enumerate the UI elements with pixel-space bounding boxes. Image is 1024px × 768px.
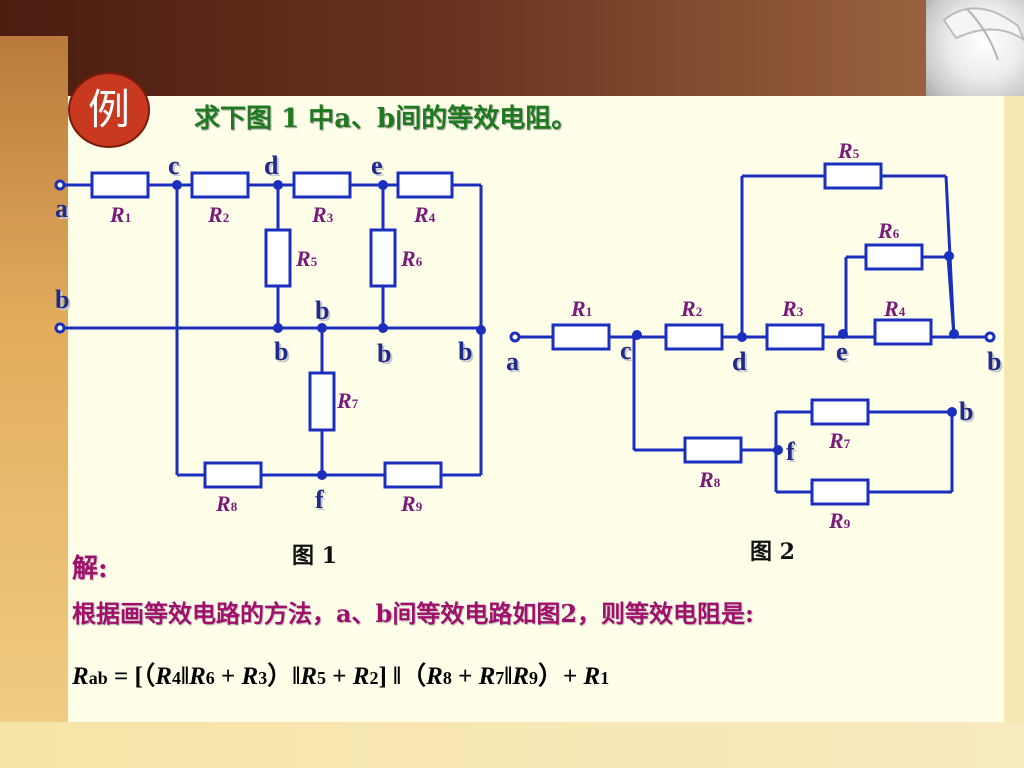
top-banner — [0, 0, 1024, 96]
fig1-resistor-r5 — [264, 228, 292, 288]
figure1-terminals — [54, 179, 66, 334]
figure1-caption: 图 1 — [292, 543, 337, 569]
fig1-resistor-r1 — [90, 171, 150, 199]
fig1-node-d: d — [264, 151, 279, 180]
svg-text:b: b — [317, 298, 331, 327]
fig1-label-r2: R2 — [207, 202, 229, 227]
fig1-resistor-r2 — [190, 171, 250, 199]
solution-method-text: 根据画等效电路的方法，a、b间等效电路如图2，则等效电阻是: — [72, 599, 754, 628]
fig2-node-f: f — [786, 437, 795, 466]
fig1-label-r8: R8 — [215, 491, 238, 516]
svg-text:c: c — [170, 153, 182, 182]
svg-text:c: c — [622, 338, 634, 367]
solution-label: 解: — [72, 554, 108, 584]
figure2-resistors — [551, 162, 933, 506]
resistance-formula: Rab = [（R4‖R6 + R3）‖R5 + R2] ‖（R8 + R7‖R… — [72, 663, 610, 690]
svg-text:a: a — [508, 349, 521, 378]
fig2-node-d: d — [732, 347, 747, 376]
fig2-label-r7: R7 — [828, 428, 851, 453]
fig2-resistor-r6 — [864, 243, 924, 271]
fig2-label-r4: R4 — [883, 296, 906, 321]
fig2-resistor-r1 — [551, 323, 611, 351]
fig1-label-r7: R7 — [336, 388, 359, 413]
svg-text:b: b — [460, 339, 474, 368]
figure2-junctions — [632, 251, 959, 455]
fig2-label-r5: R5 — [837, 138, 860, 163]
fig1-label-r6: R6 — [400, 246, 423, 271]
fig2-node-a: a — [506, 347, 519, 376]
fig1-label-r1: R1 — [109, 202, 131, 227]
svg-text:a: a — [57, 196, 70, 225]
fig1-resistor-r7 — [308, 371, 336, 432]
svg-text:f: f — [788, 439, 797, 468]
fig1-node-c: c — [168, 151, 180, 180]
fig1-label-r3: R3 — [311, 202, 334, 227]
fig2-node-b-right: b — [987, 347, 1001, 376]
fig2-label-r6: R6 — [877, 218, 900, 243]
fig2-node-c: c — [620, 336, 632, 365]
figure1-wires — [60, 183, 483, 477]
example-badge: 例 — [68, 72, 150, 148]
fig1-node-a: a — [55, 194, 68, 223]
figure2-terminals — [509, 331, 996, 343]
bottom-decor-strip — [0, 722, 1024, 768]
fig1-node-b-3: b — [458, 337, 472, 366]
fig1-node-b-2: b — [377, 339, 391, 368]
fig1-resistor-r6 — [369, 228, 397, 288]
fig2-resistor-r7 — [810, 398, 870, 426]
fig2-resistor-r2 — [664, 323, 724, 351]
fig2-resistor-r8 — [683, 436, 743, 464]
fig2-resistor-r4 — [873, 318, 933, 346]
problem-title: 求下图 1 中a、b间的等效电阻。 — [194, 104, 578, 134]
fig1-resistor-r3 — [292, 171, 352, 199]
figure2-caption: 图 2 — [750, 539, 795, 565]
svg-text:b: b — [961, 399, 975, 428]
fig2-label-r2: R2 — [680, 296, 702, 321]
svg-text:e: e — [838, 339, 850, 368]
svg-text:b: b — [57, 287, 71, 316]
svg-text:d: d — [266, 153, 281, 182]
fig2-node-e: e — [836, 337, 848, 366]
fig1-label-r4: R4 — [413, 202, 436, 227]
fig2-resistor-r5 — [823, 162, 883, 190]
svg-text:b: b — [989, 349, 1003, 378]
fig1-resistor-r8 — [203, 461, 263, 489]
figure1-junctions — [172, 180, 486, 480]
fig1-label-r5: R5 — [295, 246, 318, 271]
fig2-node-b-lower: b — [959, 397, 973, 426]
fig1-label-r9: R9 — [400, 491, 423, 516]
fig1-node-f: f — [315, 485, 324, 514]
left-decor-strip — [0, 36, 68, 768]
fig1-node-b-left: b — [55, 285, 69, 314]
svg-text:e: e — [373, 153, 385, 182]
fig2-label-r9: R9 — [828, 508, 851, 533]
right-decor-strip — [1004, 96, 1024, 768]
fig2-resistor-r9 — [810, 478, 870, 506]
fig1-node-b-1: b — [274, 337, 288, 366]
svg-text:d: d — [734, 349, 749, 378]
fig1-resistor-r4 — [396, 171, 454, 199]
svg-text:f: f — [317, 487, 326, 516]
figure1-resistors — [90, 171, 454, 489]
mouse-image — [926, 0, 1024, 96]
figure2-wires — [515, 174, 990, 494]
fig2-label-r1: R1 — [570, 296, 592, 321]
svg-text:b: b — [379, 341, 393, 370]
fig2-label-r3: R3 — [781, 296, 804, 321]
fig1-node-e: e — [371, 151, 383, 180]
svg-text:b: b — [276, 339, 290, 368]
figure1-labels: a a b b c c d d e e b b b b b b b b f f … — [55, 151, 474, 516]
fig1-node-b-mid: b — [315, 296, 329, 325]
fig2-label-r8: R8 — [698, 467, 721, 492]
fig1-resistor-r9 — [383, 461, 443, 489]
fig2-resistor-r3 — [765, 323, 825, 351]
